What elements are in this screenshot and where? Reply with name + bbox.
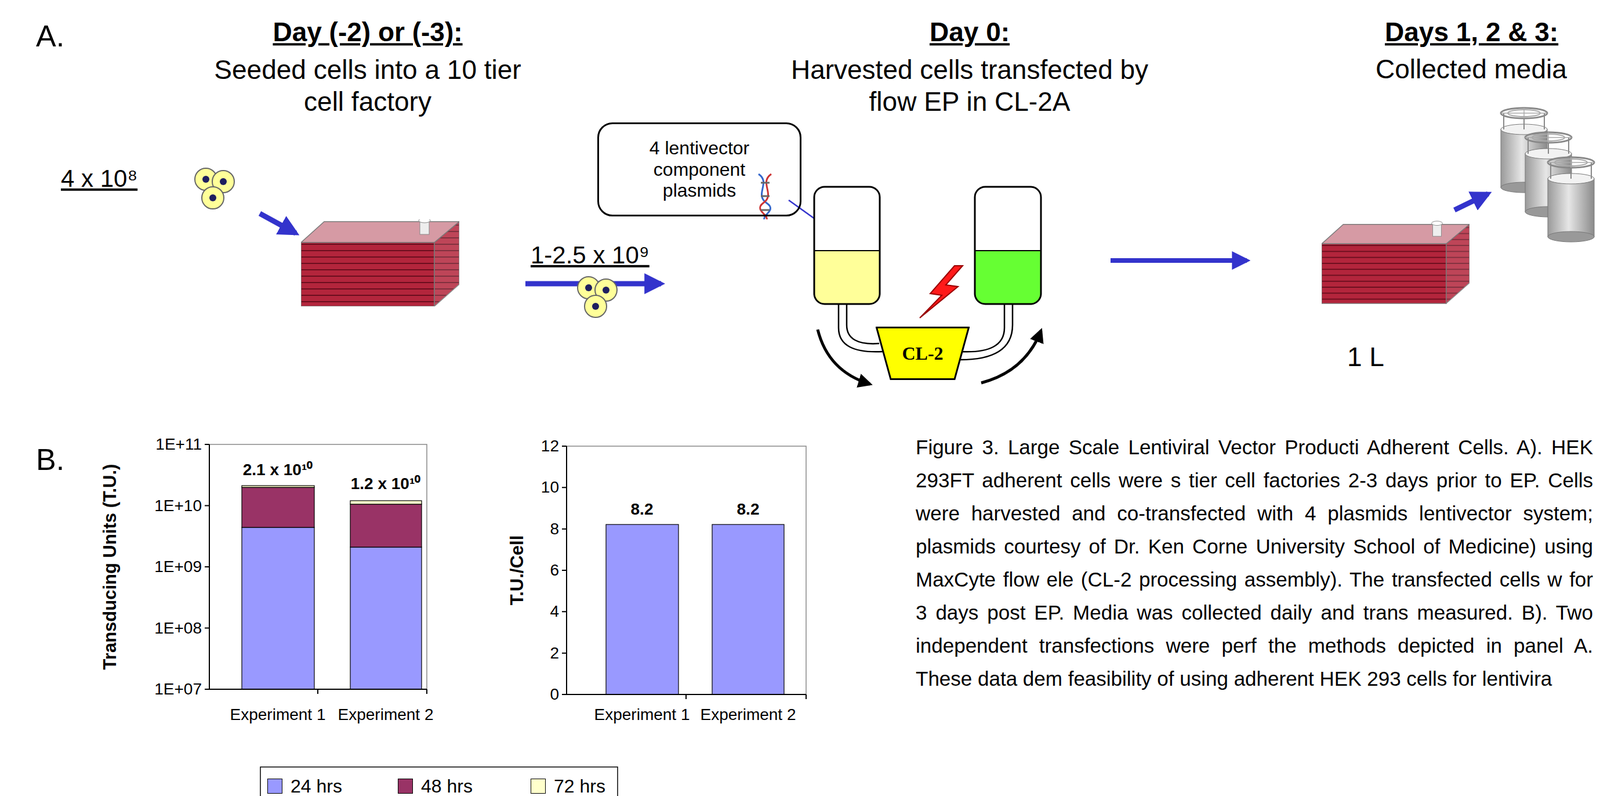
bar-total: 1.2 x 10¹⁰ xyxy=(350,473,422,494)
tick-label: 0 xyxy=(549,684,560,705)
flow-arrow xyxy=(1110,258,1247,263)
plasmid-box: 4 lentivector component plasmids xyxy=(597,122,802,217)
cell-factory xyxy=(1321,220,1470,304)
bar-value: 8.2 xyxy=(630,499,654,520)
cell-count: 4 x 10⁸ xyxy=(60,164,138,194)
flow-arrow xyxy=(817,329,870,384)
log-bar-chart xyxy=(204,444,427,694)
processing-assembly: CL-2 xyxy=(875,326,970,380)
tick-label: 6 xyxy=(549,560,560,580)
tick-label: 1E+10 xyxy=(154,495,202,516)
legend-swatch xyxy=(267,778,283,794)
flow-arrow xyxy=(259,213,296,234)
axis-title: T.U./Cell xyxy=(506,535,528,606)
bar-chart xyxy=(561,445,807,699)
electroporation-bag xyxy=(974,186,1041,304)
legend-swatch xyxy=(530,778,546,794)
lightning-bolt xyxy=(919,265,963,318)
legend-text: 48 hrs xyxy=(421,774,473,796)
panel-letter: A. xyxy=(35,17,65,54)
axis-title: Transducing Units (T.U.) xyxy=(99,463,121,670)
bar-value: 8.2 xyxy=(737,499,760,520)
category-label: Experiment 1 xyxy=(230,704,326,725)
box-text: 4 lentivector component plasmids xyxy=(626,137,772,202)
tick-label: 1E+07 xyxy=(154,679,202,699)
tick-label: 2 xyxy=(549,643,560,663)
dna-icon xyxy=(758,173,772,220)
flow-arrow xyxy=(1454,193,1489,210)
panel-letter: B. xyxy=(35,441,65,478)
figure-caption: Figure 3. Large Scale Lentiviral Vector … xyxy=(915,430,1594,695)
cell-cluster xyxy=(577,276,618,318)
stage-description: Harvested cells transfected by flow EP i… xyxy=(778,53,1162,118)
tick-label: 1E+11 xyxy=(155,434,202,455)
tick-label: 8 xyxy=(549,519,560,539)
legend-text: 24 hrs xyxy=(290,774,343,796)
tick-label: 10 xyxy=(541,477,560,498)
stage-heading: Days 1, 2 & 3: xyxy=(1384,16,1559,49)
cell-cluster xyxy=(194,168,235,209)
tick-label: 1E+09 xyxy=(154,556,202,577)
legend-text: 72 hrs xyxy=(553,774,606,796)
bar-total: 2.1 x 10¹⁰ xyxy=(242,459,314,480)
trapezoid-shape xyxy=(876,327,970,380)
cell-count: 1-2.5 x 10⁹ xyxy=(530,240,650,270)
volume-label: 1 L xyxy=(1347,340,1385,373)
category-label: Experiment 2 xyxy=(700,704,797,725)
tick-label: 4 xyxy=(549,601,560,622)
media-bottle xyxy=(1547,157,1595,242)
legend-frame xyxy=(260,766,618,796)
assembly-label: CL-2 xyxy=(901,342,943,365)
electroporation-bag xyxy=(814,186,880,304)
flow-arrow xyxy=(981,330,1041,383)
stage-heading: Day (-2) or (-3): xyxy=(272,16,463,49)
stage-description: Seeded cells into a 10 tier cell factory xyxy=(199,53,536,118)
cell-factory xyxy=(300,218,460,307)
category-label: Experiment 1 xyxy=(594,704,691,725)
stage-heading: Day 0: xyxy=(929,16,1010,49)
category-label: Experiment 2 xyxy=(338,704,434,725)
tick-label: 12 xyxy=(541,436,560,456)
stage-description: Collected media xyxy=(1375,53,1567,86)
tick-label: 1E+08 xyxy=(154,618,202,638)
legend-swatch xyxy=(397,778,413,794)
